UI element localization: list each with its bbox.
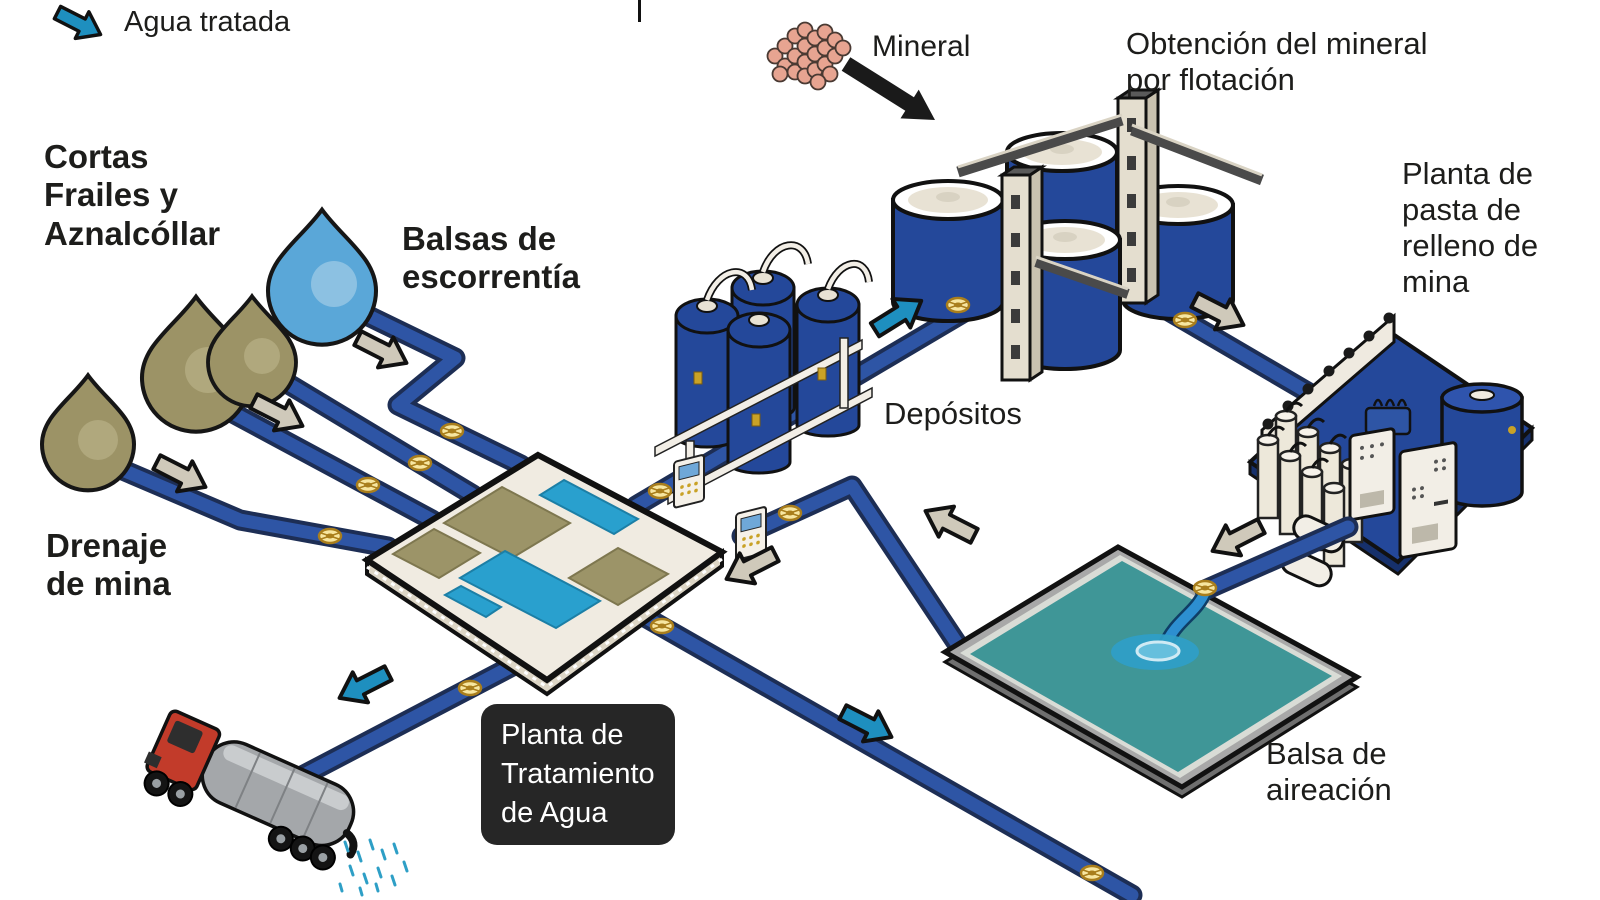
pond-splash [1111, 634, 1199, 670]
flotation-tank [891, 179, 1005, 323]
treated-water-arrow-icon [48, 0, 110, 50]
walkway-beam [956, 113, 1264, 186]
tank-pipes [703, 241, 812, 302]
valve-icon [439, 422, 465, 440]
tanker-truck [143, 709, 409, 897]
valve-icon [777, 504, 803, 522]
treated-water-arrow-icon [329, 656, 398, 715]
truck-wheels [143, 770, 336, 871]
flow-arrow-icon [915, 494, 984, 553]
plant-cabinet [1398, 441, 1458, 559]
treatment-plant [361, 451, 728, 697]
runoff-drop [268, 210, 376, 345]
flotation-plant [891, 87, 1264, 383]
treatment-plant-label: Planta de Tratamiento de Agua [483, 706, 673, 843]
flotation-tower [997, 164, 1047, 383]
control-panel [673, 454, 705, 509]
mineral-arrow-icon [841, 57, 935, 120]
balsa-aireacion-label: Balsa de aireación [1266, 736, 1392, 807]
valve-icon [647, 482, 673, 500]
storage-tanks [654, 241, 873, 561]
drenaje-mina-label: Drenaje de mina [46, 527, 171, 603]
treatment-pools [390, 478, 671, 630]
depositos-label: Depósitos [884, 396, 1022, 431]
valve-icon [945, 296, 971, 314]
mine-drainage-drops [42, 294, 298, 490]
valve-icon [649, 617, 675, 635]
water-spray [338, 838, 409, 897]
tank-badges [693, 367, 827, 427]
paste-plant [1246, 312, 1536, 588]
valve-icon [407, 454, 433, 472]
manifold [1364, 398, 1412, 436]
mineral-label: Mineral [872, 30, 971, 63]
valve-icon [355, 476, 381, 494]
flotation-tower [1113, 87, 1163, 306]
walkway-beam [1034, 255, 1130, 299]
valve-icon [317, 527, 343, 545]
valve-icon [1192, 579, 1218, 597]
legend-label: Agua tratada [124, 6, 291, 38]
cortas-label: Cortas Frailes y Aznalcóllar [44, 138, 221, 252]
control-panel [735, 506, 767, 561]
mineral-ore-icon [766, 21, 852, 91]
valve-icon [457, 679, 483, 697]
pasta-plant-label: Planta de pasta de relleno de mina [1402, 156, 1539, 299]
flotacion-label: Obtención del mineral por flotación [1126, 26, 1428, 97]
balsas-escorrentia-label: Balsas de escorrentía [402, 220, 580, 296]
valve-icon [1079, 864, 1105, 882]
wall-knobs [1262, 312, 1395, 430]
divider-line [638, 0, 641, 22]
valve-icon [1172, 311, 1198, 329]
plant-cabinet [1348, 427, 1396, 521]
